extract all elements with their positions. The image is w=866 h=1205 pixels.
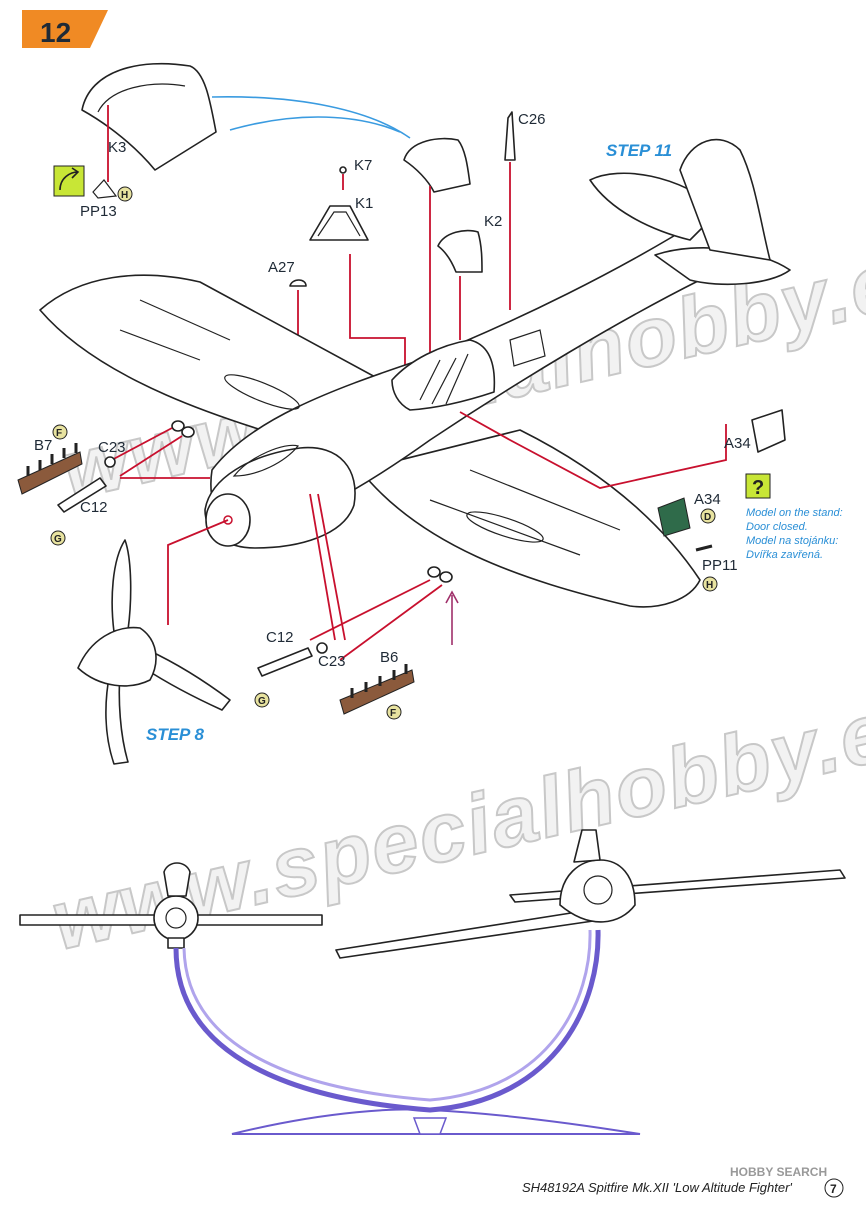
spinner xyxy=(77,626,157,687)
label-c12-bottom: C12 xyxy=(266,629,294,646)
label-a27: A27 xyxy=(268,259,295,276)
svg-text:F: F xyxy=(56,428,62,439)
stand-note-line3: Model na stojánku: xyxy=(746,535,838,547)
stand-side-view xyxy=(335,829,846,959)
cannon-stubs-left xyxy=(171,420,195,438)
stand-note: Model on the stand: Door closed. Model n… xyxy=(746,507,843,561)
svg-text:H: H xyxy=(121,190,128,201)
k1-leader xyxy=(349,254,406,372)
right-radiator xyxy=(466,511,544,543)
stand-arm-inner xyxy=(182,929,592,1102)
a34-leader xyxy=(459,411,727,489)
footer-page-number: 7 xyxy=(830,1182,837,1196)
paint-code-g1: G xyxy=(50,530,66,546)
label-b6: B6 xyxy=(380,649,398,666)
paint-code-h1: H xyxy=(117,186,133,202)
paint-code-d1: D xyxy=(700,508,716,524)
part-c23-bottom xyxy=(316,642,328,654)
c12-bottom-leader xyxy=(317,493,346,641)
svg-text:D: D xyxy=(704,512,711,523)
step-11-label: STEP 11 xyxy=(606,141,672,160)
label-k1: K1 xyxy=(355,195,373,212)
label-c23-top: C23 xyxy=(98,439,126,456)
part-c12-bottom xyxy=(257,647,313,677)
label-pp13: PP13 xyxy=(80,203,117,220)
canopy-arc-2 xyxy=(229,116,401,133)
question-box xyxy=(745,473,771,499)
part-k7 xyxy=(339,166,347,174)
label-k7: K7 xyxy=(354,157,372,174)
cockpit xyxy=(391,339,496,411)
c12-top-leader xyxy=(119,435,183,477)
part-c12-top xyxy=(57,477,107,513)
page-number-badge-text: 12 xyxy=(40,17,71,48)
part-a34-bottom xyxy=(657,497,691,537)
cannon-stubs-right xyxy=(427,566,453,583)
stand-note-line2: Door closed. xyxy=(746,521,808,533)
antenna-mast-arrow xyxy=(445,590,459,645)
photo-etch-highlight-box xyxy=(53,165,85,197)
question-mark: ? xyxy=(752,477,764,499)
wing-panel-lines xyxy=(119,299,621,556)
exhaust-slot xyxy=(232,444,300,477)
svg-text:H: H xyxy=(706,580,713,591)
stand-front-view xyxy=(19,862,323,949)
b6-cannon-leader-1 xyxy=(309,579,431,641)
label-k2: K2 xyxy=(484,213,502,230)
antenna-c26 xyxy=(504,111,516,161)
c23-top-leader xyxy=(107,427,173,463)
label-b7: B7 xyxy=(34,437,52,454)
spinner-center xyxy=(223,515,233,525)
paint-code-g2: G xyxy=(254,692,270,708)
footer-caption: SH48192A Spitfire Mk.XII 'Low Altitude F… xyxy=(522,1180,792,1195)
footer-page-circle xyxy=(824,1178,844,1198)
b6-cannon-leader-2 xyxy=(339,584,443,661)
label-c23-bottom: C23 xyxy=(318,653,346,670)
part-b6 xyxy=(339,664,415,715)
right-wing xyxy=(359,429,701,608)
canopy-k3 xyxy=(81,62,217,171)
label-a34-top: A34 xyxy=(724,435,751,452)
left-radiator xyxy=(224,374,300,410)
access-door xyxy=(509,329,546,367)
stand-base xyxy=(231,1108,641,1135)
canopy-arc xyxy=(211,96,411,139)
propeller-assembly xyxy=(77,539,231,765)
stand-base-foot xyxy=(412,1117,448,1135)
footer-brand: HOBBY SEARCH xyxy=(730,1165,827,1179)
label-pp11: PP11 xyxy=(702,557,738,574)
stand-note-line1: Model on the stand: xyxy=(746,507,843,519)
svg-text:G: G xyxy=(258,696,266,707)
step-8-label: STEP 8 xyxy=(146,725,204,744)
part-b7 xyxy=(17,443,83,495)
part-pp11 xyxy=(695,544,713,552)
tail-fin xyxy=(679,138,771,261)
windscreen-k1 xyxy=(309,205,369,241)
pp13-part xyxy=(92,179,118,199)
paint-code-f1: F xyxy=(52,424,68,440)
label-k3: K3 xyxy=(108,139,126,156)
label-c12-top: C12 xyxy=(80,499,108,516)
stand-arm-outer xyxy=(173,929,601,1113)
cockpit-detail xyxy=(419,353,469,405)
canopy-middle xyxy=(403,137,471,193)
svg-text:F: F xyxy=(390,708,396,719)
c23-bottom-leader xyxy=(309,493,336,641)
page-number-badge: 12 xyxy=(22,10,108,48)
svg-text:G: G xyxy=(54,534,62,545)
part-c23-top xyxy=(104,456,116,468)
fold-arrow-icon xyxy=(59,167,80,191)
part-a34-top xyxy=(751,409,786,453)
airframe-main xyxy=(39,138,791,608)
spinner-leader xyxy=(167,519,229,625)
paint-code-f2: F xyxy=(386,704,402,720)
paint-code-h2: H xyxy=(702,576,718,592)
part-a27 xyxy=(289,279,307,287)
label-c26: C26 xyxy=(518,111,546,128)
label-a34-bottom: A34 xyxy=(694,491,721,508)
canopy-k2 xyxy=(437,229,483,273)
stand-note-line4: Dvířka zavřená. xyxy=(746,549,823,561)
